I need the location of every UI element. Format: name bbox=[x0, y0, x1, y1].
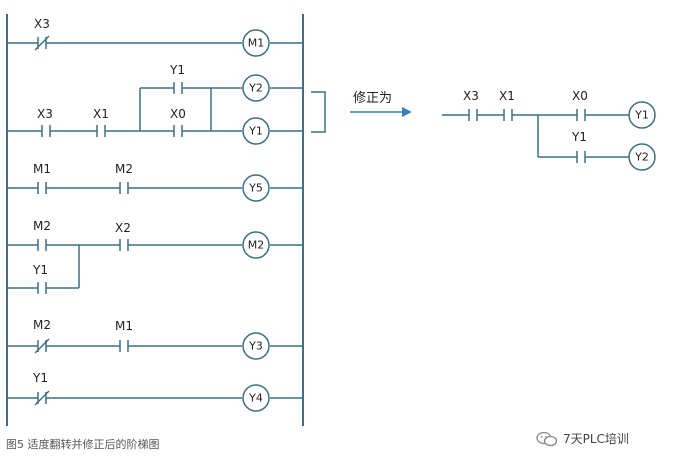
contact-label: X3 bbox=[463, 89, 479, 103]
contact-label: Y1 bbox=[32, 371, 48, 385]
arrow-icon bbox=[350, 107, 412, 117]
contact-label: M2 bbox=[115, 162, 133, 176]
contact-x0-no bbox=[576, 109, 586, 121]
coil-y5: Y5 bbox=[242, 174, 270, 202]
contact-y1-parallel-no bbox=[173, 82, 183, 94]
contact-label: X3 bbox=[34, 17, 50, 31]
rung-2: X3 X1 Y1 X0 Y2 Y1 bbox=[7, 63, 303, 145]
coil-y2: Y2 bbox=[242, 74, 270, 102]
coil-y1: Y1 bbox=[242, 117, 270, 145]
rung-6: Y1 Y4 bbox=[7, 371, 303, 412]
svg-text:Y5: Y5 bbox=[248, 182, 263, 195]
figure-caption: 图5 适度翻转并修正后的阶梯图 bbox=[6, 438, 160, 451]
rung-1: X3 M1 bbox=[7, 17, 303, 57]
contact-label: X2 bbox=[115, 221, 131, 235]
contact-x2-no bbox=[119, 239, 129, 251]
coil-y3: Y3 bbox=[242, 332, 270, 360]
contact-x3-nc bbox=[34, 35, 50, 51]
coil-m2: M2 bbox=[242, 231, 270, 259]
svg-text:Y2: Y2 bbox=[248, 82, 263, 95]
contact-m1-no bbox=[119, 340, 129, 352]
contact-m2-no bbox=[37, 239, 47, 251]
svg-text:Y2: Y2 bbox=[634, 151, 649, 164]
contact-y1-no bbox=[37, 282, 47, 294]
contact-x3-no bbox=[41, 125, 51, 137]
svg-text:Y4: Y4 bbox=[248, 392, 263, 405]
contact-label: Y1 bbox=[32, 263, 48, 277]
corrected-rung: X3 X1 X0 Y1 Y1 Y2 bbox=[442, 89, 656, 171]
contact-m2-nc bbox=[34, 338, 50, 354]
contact-x0-no bbox=[173, 125, 183, 137]
contact-m2-no bbox=[119, 182, 129, 194]
coil-m1: M1 bbox=[242, 29, 270, 57]
contact-label: Y1 bbox=[571, 130, 587, 144]
svg-text:Y1: Y1 bbox=[248, 125, 263, 138]
arrow-label: 修正为 bbox=[353, 91, 392, 106]
contact-y1-nc bbox=[34, 390, 50, 406]
watermark: 7天PLC培训 bbox=[536, 430, 629, 447]
svg-text:M1: M1 bbox=[248, 37, 265, 50]
svg-text:M2: M2 bbox=[248, 239, 265, 252]
rung-5: M2 M1 Y3 bbox=[7, 318, 303, 360]
contact-label: X1 bbox=[93, 107, 109, 121]
contact-x1-no bbox=[96, 125, 106, 137]
contact-label: M1 bbox=[33, 162, 51, 176]
wechat-icon bbox=[536, 431, 558, 446]
contact-x1-no bbox=[503, 109, 513, 121]
watermark-text: 7天PLC培训 bbox=[563, 432, 629, 446]
contact-label: X1 bbox=[499, 89, 515, 103]
coil-y1: Y1 bbox=[628, 101, 656, 129]
contact-label: M2 bbox=[33, 219, 51, 233]
contact-m1-no bbox=[37, 182, 47, 194]
svg-text:Y1: Y1 bbox=[634, 109, 649, 122]
contact-label: X0 bbox=[572, 89, 588, 103]
contact-y1-no bbox=[576, 151, 586, 163]
coil-y4: Y4 bbox=[242, 384, 270, 412]
rung-3: M1 M2 Y5 bbox=[7, 162, 303, 202]
svg-text:Y3: Y3 bbox=[248, 340, 263, 353]
contact-label: Y1 bbox=[169, 63, 185, 77]
contact-label: X3 bbox=[37, 107, 53, 121]
coil-y2: Y2 bbox=[628, 143, 656, 171]
rung-4: M2 X2 Y1 M2 bbox=[7, 219, 303, 294]
contact-label: M2 bbox=[33, 318, 51, 332]
bracket bbox=[311, 91, 326, 133]
contact-x3-no bbox=[468, 109, 478, 121]
contact-label: X0 bbox=[170, 107, 186, 121]
contact-label: M1 bbox=[115, 319, 133, 333]
